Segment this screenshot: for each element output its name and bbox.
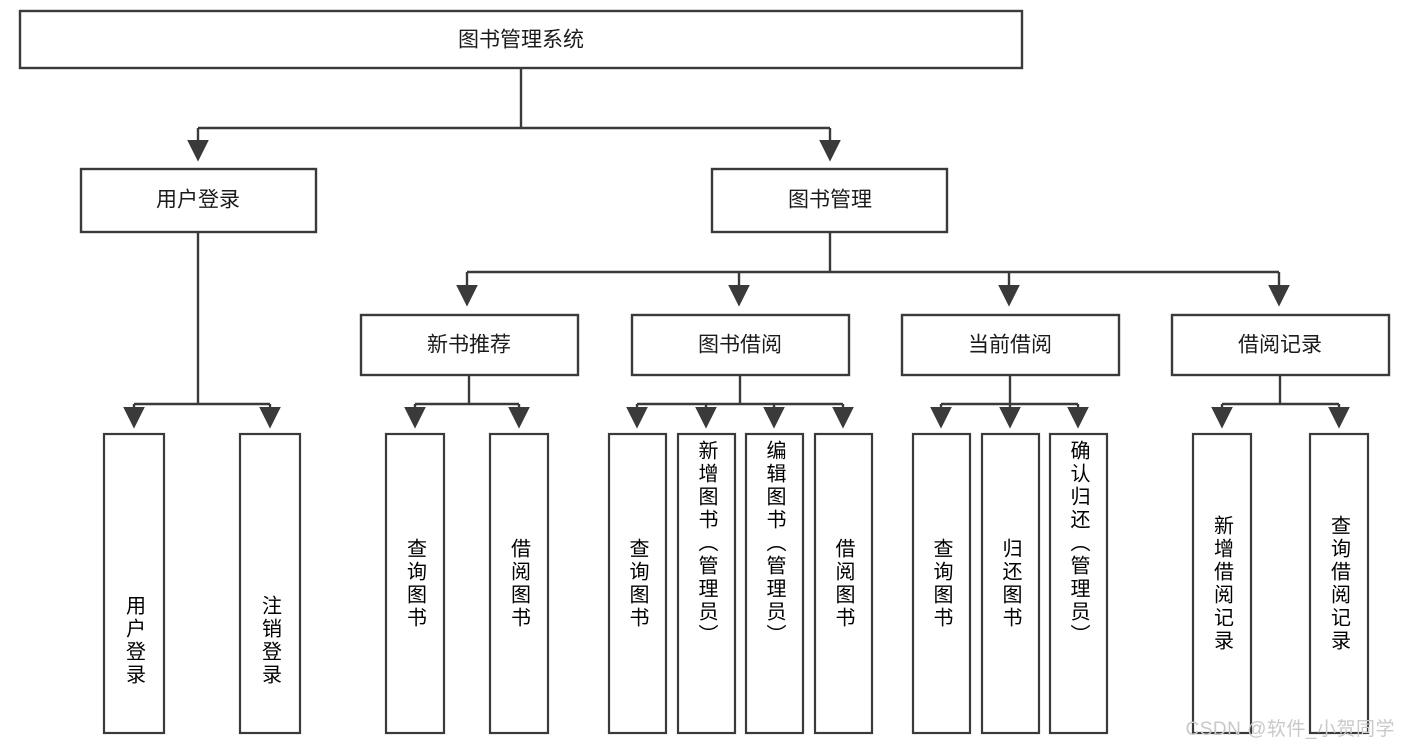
edge-group-user-login	[123, 232, 281, 429]
node-leaf-edit-book-box[interactable]	[744, 432, 805, 735]
node-current-borrow[interactable]: 当前借阅	[900, 313, 1121, 377]
node-new-book-recommend-label: 新书推荐	[427, 334, 511, 357]
node-root-box[interactable]	[18, 9, 1024, 70]
node-leaf-add-record-label: 新增借阅记录	[1210, 514, 1233, 653]
node-leaf-add-record[interactable]: 新增借阅记录	[1191, 432, 1253, 735]
node-leaf-query-book-3-label: 查询图书	[930, 537, 952, 630]
node-leaf-query-book-2-box[interactable]	[607, 432, 668, 735]
node-book-borrow[interactable]: 图书借阅	[630, 313, 851, 377]
node-leaf-logout-label: 注销登录	[258, 595, 281, 687]
node-leaf-query-record-box[interactable]	[1308, 432, 1370, 735]
node-leaf-confirm-return-label: 确认归还（管理员）	[1067, 440, 1089, 647]
node-book-manage[interactable]: 图书管理	[710, 167, 949, 234]
edge-group-current-borrow	[930, 375, 1089, 429]
node-leaf-borrow-book-2-label: 借阅图书	[832, 537, 854, 630]
node-leaf-query-book-1[interactable]: 查询图书	[384, 432, 446, 735]
node-leaf-return-book[interactable]: 归还图书	[980, 432, 1041, 735]
edge-group-new-book	[404, 375, 530, 429]
edge-group-book-manage	[456, 232, 1290, 307]
node-leaf-query-record-label: 查询借阅记录	[1327, 514, 1350, 653]
node-leaf-logout-box[interactable]	[238, 432, 302, 735]
node-leaf-confirm-return-box[interactable]	[1048, 432, 1109, 735]
node-leaf-borrow-book-1-box[interactable]	[488, 432, 550, 735]
node-borrow-record[interactable]: 借阅记录	[1170, 313, 1391, 377]
node-leaf-confirm-return[interactable]: 确认归还（管理员）	[1048, 432, 1109, 735]
node-leaf-return-book-label: 归还图书	[999, 537, 1021, 630]
node-root-label: 图书管理系统	[458, 29, 584, 52]
node-leaf-borrow-book-1-label: 借阅图书	[507, 537, 530, 630]
node-new-book-recommend-box[interactable]	[359, 313, 580, 377]
node-current-borrow-box[interactable]	[900, 313, 1121, 377]
edge-group-borrow-record	[1211, 375, 1350, 429]
node-user-login[interactable]: 用户登录	[79, 167, 318, 234]
node-leaf-add-book[interactable]: 新增图书（管理员）	[676, 432, 737, 735]
node-borrow-record-label: 借阅记录	[1238, 334, 1322, 357]
node-leaf-borrow-book-1[interactable]: 借阅图书	[488, 432, 550, 735]
node-leaf-edit-book-label: 编辑图书（管理员）	[763, 440, 785, 647]
node-leaf-edit-book[interactable]: 编辑图书（管理员）	[744, 432, 805, 735]
node-leaf-add-book-label: 新增图书（管理员）	[695, 440, 717, 647]
node-leaf-user-login-label: 用户登录	[122, 595, 145, 687]
node-leaf-query-book-2[interactable]: 查询图书	[607, 432, 668, 735]
edge-group-root	[187, 68, 841, 162]
node-leaf-borrow-book-2-box[interactable]	[813, 432, 874, 735]
node-leaf-add-book-box[interactable]	[676, 432, 737, 735]
node-leaf-user-login-box[interactable]	[102, 432, 166, 735]
node-root[interactable]: 图书管理系统	[18, 9, 1024, 70]
node-current-borrow-label: 当前借阅	[968, 334, 1052, 357]
node-leaf-add-record-box[interactable]	[1191, 432, 1253, 735]
node-user-login-box[interactable]	[79, 167, 318, 234]
node-leaf-borrow-book-2[interactable]: 借阅图书	[813, 432, 874, 735]
edge-group-book-borrow	[626, 375, 854, 429]
node-leaf-user-login[interactable]: 用户登录	[102, 432, 166, 735]
node-leaf-query-book-3[interactable]: 查询图书	[911, 432, 972, 735]
node-book-borrow-box[interactable]	[630, 313, 851, 377]
node-borrow-record-box[interactable]	[1170, 313, 1391, 377]
node-leaf-query-book-3-box[interactable]	[911, 432, 972, 735]
node-new-book-recommend[interactable]: 新书推荐	[359, 313, 580, 377]
node-leaf-query-book-1-label: 查询图书	[403, 537, 426, 630]
node-leaf-query-book-2-label: 查询图书	[626, 537, 648, 630]
node-book-borrow-label: 图书借阅	[698, 334, 782, 357]
node-book-manage-box[interactable]	[710, 167, 949, 234]
node-leaf-query-record[interactable]: 查询借阅记录	[1308, 432, 1370, 735]
node-leaf-return-book-box[interactable]	[980, 432, 1041, 735]
node-leaf-query-book-1-box[interactable]	[384, 432, 446, 735]
node-leaf-logout[interactable]: 注销登录	[238, 432, 302, 735]
node-book-manage-label: 图书管理	[788, 189, 872, 212]
node-user-login-label: 用户登录	[156, 189, 240, 212]
